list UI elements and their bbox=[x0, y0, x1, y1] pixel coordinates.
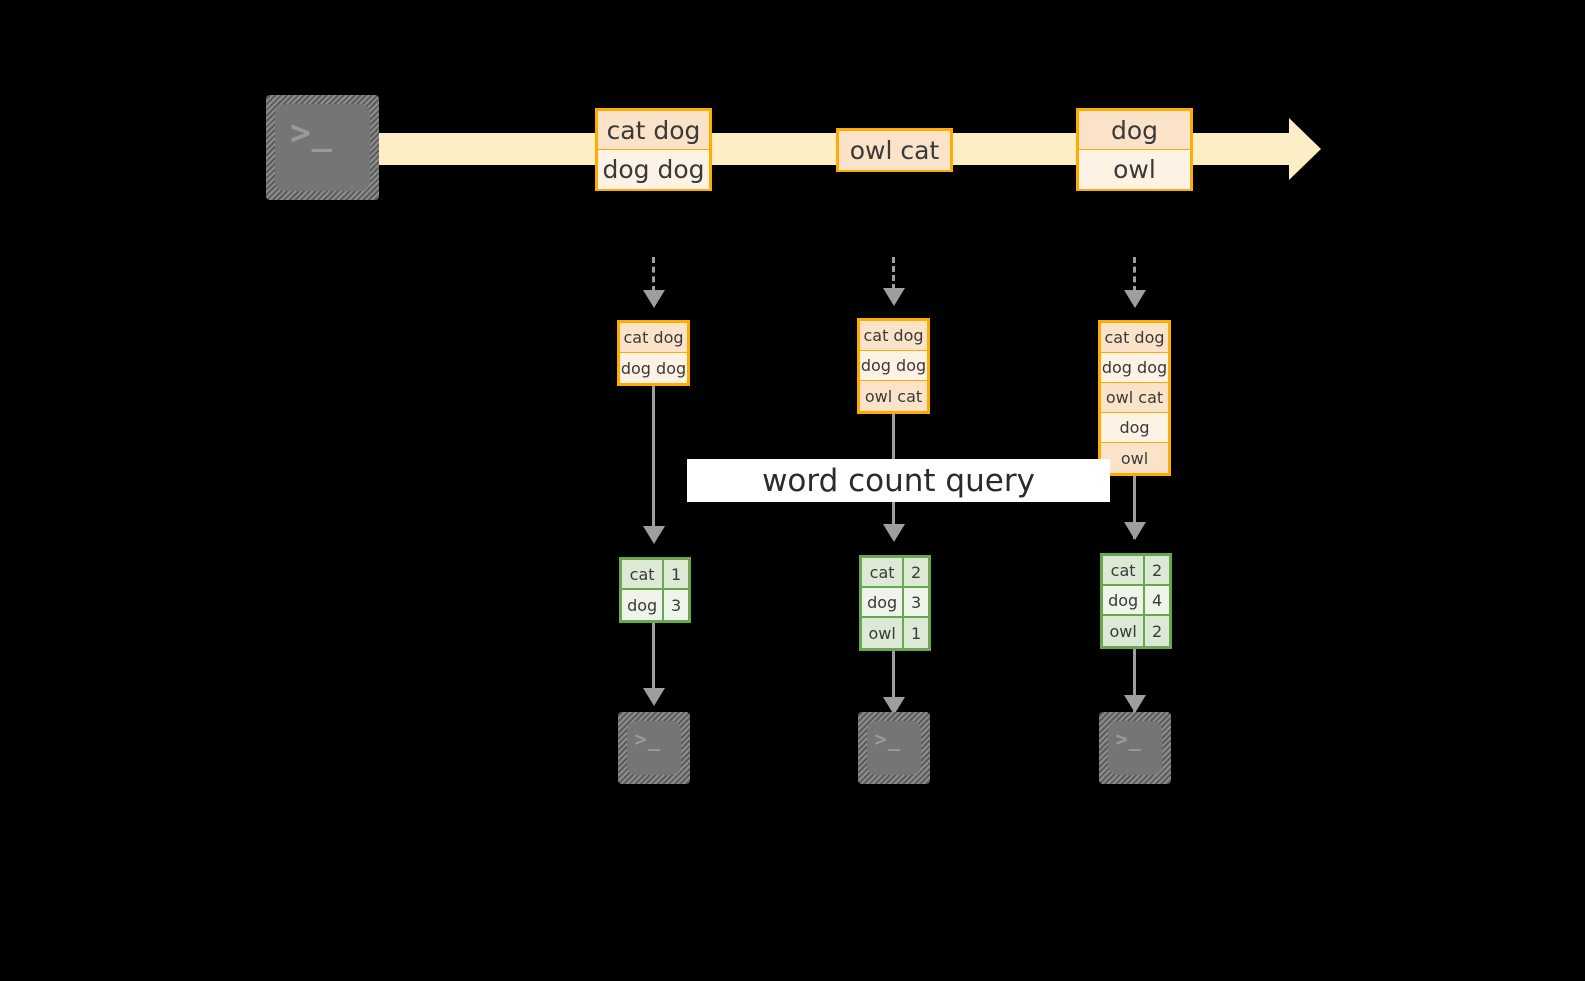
record-line: dog dog bbox=[598, 150, 709, 189]
record-line: cat dog bbox=[620, 323, 687, 353]
result-table-3: cat 2 dog 4 owl 2 bbox=[1100, 553, 1172, 649]
stream-record-2: owl cat bbox=[836, 128, 953, 172]
result-word: cat bbox=[1103, 556, 1146, 584]
table-row: cat 2 bbox=[1103, 556, 1169, 586]
prompt-glyph: >_ bbox=[290, 113, 334, 154]
prompt-glyph: >_ bbox=[1115, 726, 1142, 751]
result-count: 4 bbox=[1145, 586, 1169, 614]
stream-arrow-head bbox=[1289, 118, 1321, 180]
result-count: 2 bbox=[1145, 556, 1169, 584]
snapshot-records-1: cat dog dog dog bbox=[617, 320, 690, 386]
query-arrowhead-2 bbox=[883, 524, 905, 542]
snapshot-records-3: cat dog dog dog owl cat dog owl bbox=[1098, 320, 1171, 476]
stream-record-3: dog owl bbox=[1076, 108, 1193, 191]
query-arrowhead-1 bbox=[643, 526, 665, 544]
record-line: owl cat bbox=[1101, 383, 1168, 413]
source-terminal-icon[interactable]: >_ bbox=[266, 95, 379, 200]
stream-record-1: cat dog dog dog bbox=[595, 108, 712, 191]
prompt-glyph: >_ bbox=[634, 726, 661, 751]
sink-terminal-icon-2[interactable]: >_ bbox=[858, 712, 930, 784]
record-line: dog bbox=[1101, 413, 1168, 443]
query-connector-1 bbox=[652, 386, 655, 541]
record-line: owl cat bbox=[839, 131, 950, 170]
record-line: dog bbox=[1079, 111, 1190, 150]
terminal-screen: >_ bbox=[627, 721, 681, 775]
record-line: cat dog bbox=[860, 321, 927, 351]
sink-arrowhead-2 bbox=[883, 697, 905, 715]
result-word: dog bbox=[862, 588, 905, 616]
sink-connector-3 bbox=[1133, 649, 1136, 713]
result-count: 1 bbox=[664, 560, 688, 588]
prompt-glyph: >_ bbox=[874, 726, 901, 751]
query-connector-3 bbox=[1133, 476, 1136, 539]
table-row: cat 1 bbox=[622, 560, 688, 590]
sink-terminal-icon-3[interactable]: >_ bbox=[1099, 712, 1171, 784]
snapshot-dashed-connector-1 bbox=[652, 257, 655, 292]
result-count: 2 bbox=[904, 558, 928, 586]
result-count: 1 bbox=[904, 618, 928, 648]
snapshot-arrowhead-3 bbox=[1124, 290, 1146, 308]
sink-terminal-icon-1[interactable]: >_ bbox=[618, 712, 690, 784]
result-count: 3 bbox=[664, 590, 688, 620]
table-row: dog 3 bbox=[862, 588, 928, 618]
snapshot-records-2: cat dog dog dog owl cat bbox=[857, 318, 930, 414]
snapshot-dashed-connector-3 bbox=[1133, 257, 1136, 292]
result-word: dog bbox=[1103, 586, 1146, 614]
query-label-band: word count query bbox=[687, 459, 1110, 502]
result-count: 3 bbox=[904, 588, 928, 616]
query-arrowhead-3 bbox=[1124, 522, 1146, 540]
table-row: dog 4 bbox=[1103, 586, 1169, 616]
record-line: dog dog bbox=[620, 353, 687, 383]
terminal-screen: >_ bbox=[1108, 721, 1162, 775]
sink-connector-1 bbox=[652, 623, 655, 698]
record-line: dog dog bbox=[860, 351, 927, 381]
record-line: cat dog bbox=[1101, 323, 1168, 353]
terminal-screen: >_ bbox=[275, 104, 370, 191]
result-count: 2 bbox=[1145, 616, 1169, 646]
sink-arrowhead-1 bbox=[643, 688, 665, 706]
result-word: cat bbox=[862, 558, 905, 586]
terminal-screen: >_ bbox=[867, 721, 921, 775]
query-label: word count query bbox=[762, 462, 1035, 499]
snapshot-arrowhead-2 bbox=[883, 288, 905, 306]
record-line: cat dog bbox=[598, 111, 709, 150]
sink-arrowhead-3 bbox=[1124, 695, 1146, 713]
table-row: dog 3 bbox=[622, 590, 688, 620]
record-line: owl bbox=[1101, 443, 1168, 473]
record-line: owl bbox=[1079, 150, 1190, 189]
sink-connector-2 bbox=[892, 651, 895, 713]
result-word: owl bbox=[862, 618, 905, 648]
snapshot-dashed-connector-2 bbox=[892, 257, 895, 290]
table-row: owl 2 bbox=[1103, 616, 1169, 646]
result-table-1: cat 1 dog 3 bbox=[619, 557, 691, 623]
result-table-2: cat 2 dog 3 owl 1 bbox=[859, 555, 931, 651]
table-row: cat 2 bbox=[862, 558, 928, 588]
result-word: owl bbox=[1103, 616, 1146, 646]
record-line: dog dog bbox=[1101, 353, 1168, 383]
result-word: cat bbox=[622, 560, 665, 588]
record-line: owl cat bbox=[860, 381, 927, 411]
result-word: dog bbox=[622, 590, 665, 620]
table-row: owl 1 bbox=[862, 618, 928, 648]
snapshot-arrowhead-1 bbox=[643, 290, 665, 308]
